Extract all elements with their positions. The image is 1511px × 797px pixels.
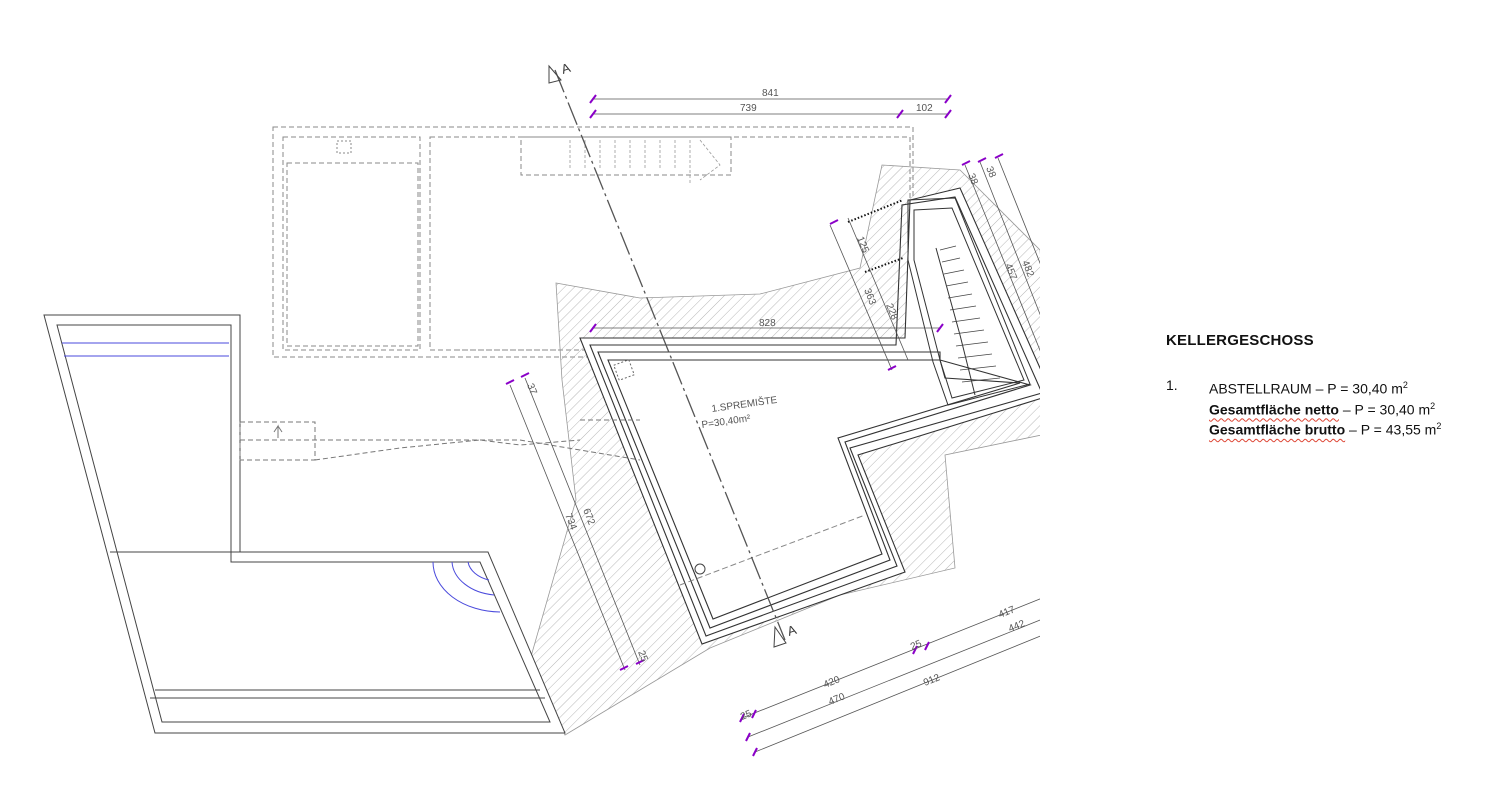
legend-item: 1. ABSTELLRAUM – P = 30,40 m2 Gesamtfläc…	[1166, 377, 1506, 439]
dim-25-bottom-a: 25	[739, 708, 754, 723]
stair-handrail-dotted	[847, 199, 904, 273]
dim-38-a: 38	[965, 172, 980, 187]
dimension-lines	[509, 98, 1040, 753]
pipe-arrow-icon	[273, 424, 283, 438]
connection-pipe-dashed	[239, 419, 641, 461]
dim-841: 841	[762, 88, 779, 99]
dim-442: 442	[1007, 618, 1027, 635]
dim-739: 739	[740, 103, 757, 114]
room-dashed-line	[679, 514, 866, 586]
stair-treads	[939, 245, 1001, 383]
dim-420: 420	[822, 674, 842, 691]
floor-drain	[694, 563, 706, 575]
dim-417: 417	[997, 604, 1017, 621]
area-legend: KELLERGESCHOSS 1. ABSTELLRAUM – P = 30,4…	[1166, 332, 1506, 439]
dim-25-bottom-b: 25	[909, 638, 924, 653]
upper-stair-steps	[569, 139, 721, 185]
dim-25-left: 25	[635, 649, 650, 664]
legend-line-brutto: Gesamtfläche brutto – P = 43,55 m2	[1209, 421, 1442, 438]
dim-37: 37	[524, 382, 539, 397]
pool-water-lines	[62, 342, 501, 613]
dim-828: 828	[759, 318, 776, 329]
legend-title: KELLERGESCHOSS	[1166, 332, 1314, 349]
floor-plan-drawing: A A 1.SPREMIŠTE P=30,40m²	[43, 60, 1040, 757]
pool-structure	[43, 314, 566, 734]
dimension-ticks	[505, 94, 1004, 757]
section-line-a	[554, 69, 786, 641]
dim-102: 102	[916, 103, 933, 114]
section-arrow-bottom	[773, 625, 787, 648]
dim-38-b: 38	[983, 165, 998, 180]
legend-line-netto: Gesamtfläche netto – P = 30,40 m2	[1209, 400, 1436, 418]
stair-shaft	[907, 197, 1031, 406]
legend-item-number: 1.	[1166, 377, 1178, 393]
section-label-top: A	[559, 60, 572, 77]
dim-912: 912	[922, 672, 942, 689]
section-arrow-top	[548, 64, 562, 84]
dim-470: 470	[827, 691, 847, 708]
legend-line-abstellraum: ABSTELLRAUM – P = 30,40 m2	[1209, 380, 1408, 397]
section-label-bottom: A	[785, 622, 798, 639]
upper-fixture-icon	[336, 140, 352, 154]
